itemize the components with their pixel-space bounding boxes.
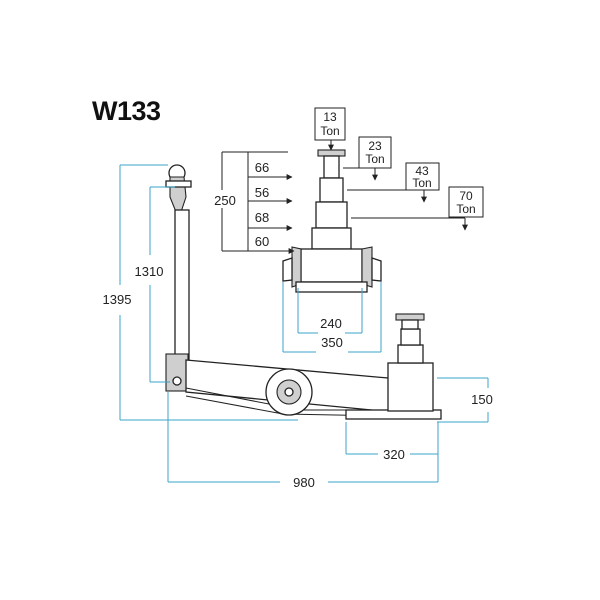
cylinder-body [300,248,363,283]
jack-body [165,149,442,420]
handle-height-label: 1310 [135,264,164,279]
stroke-bracket [221,151,295,254]
svg-text:23: 23 [368,139,382,153]
svg-text:Ton: Ton [456,202,475,216]
svg-text:Ton: Ton [412,176,431,190]
total-stroke-label: 250 [214,193,236,208]
stroke-step-2: 56 [255,185,269,200]
capacity-box-2: 23 Ton [358,136,392,169]
stroke-step-3: 68 [255,210,269,225]
handle-shaft [174,209,190,361]
model-title: W133 [92,96,161,126]
svg-text:13: 13 [323,110,337,124]
saddle-outer-label: 350 [321,335,343,350]
stroke-step-1: 66 [255,160,269,175]
overall-length-label: 980 [293,475,315,490]
capacity-box-3: 43 Ton [405,162,440,191]
overall-height-label: 1395 [103,292,132,307]
svg-text:Ton: Ton [365,152,384,166]
svg-text:Ton: Ton [320,124,339,138]
lower-saddle [395,313,425,321]
base-width-label: 320 [383,447,405,462]
stroke-step-4: 60 [255,234,269,249]
base-height-label: 150 [471,392,493,407]
svg-text:70: 70 [459,189,473,203]
dimension-lines [119,164,489,483]
ram-saddle [317,149,346,157]
capacity-leaders [328,140,468,231]
cylinder-housing [387,362,434,412]
saddle-inner-label: 240 [320,316,342,331]
capacity-box-4: 70 Ton [448,186,484,218]
capacity-box-1: 13 Ton [314,107,346,141]
svg-text:43: 43 [415,164,429,178]
